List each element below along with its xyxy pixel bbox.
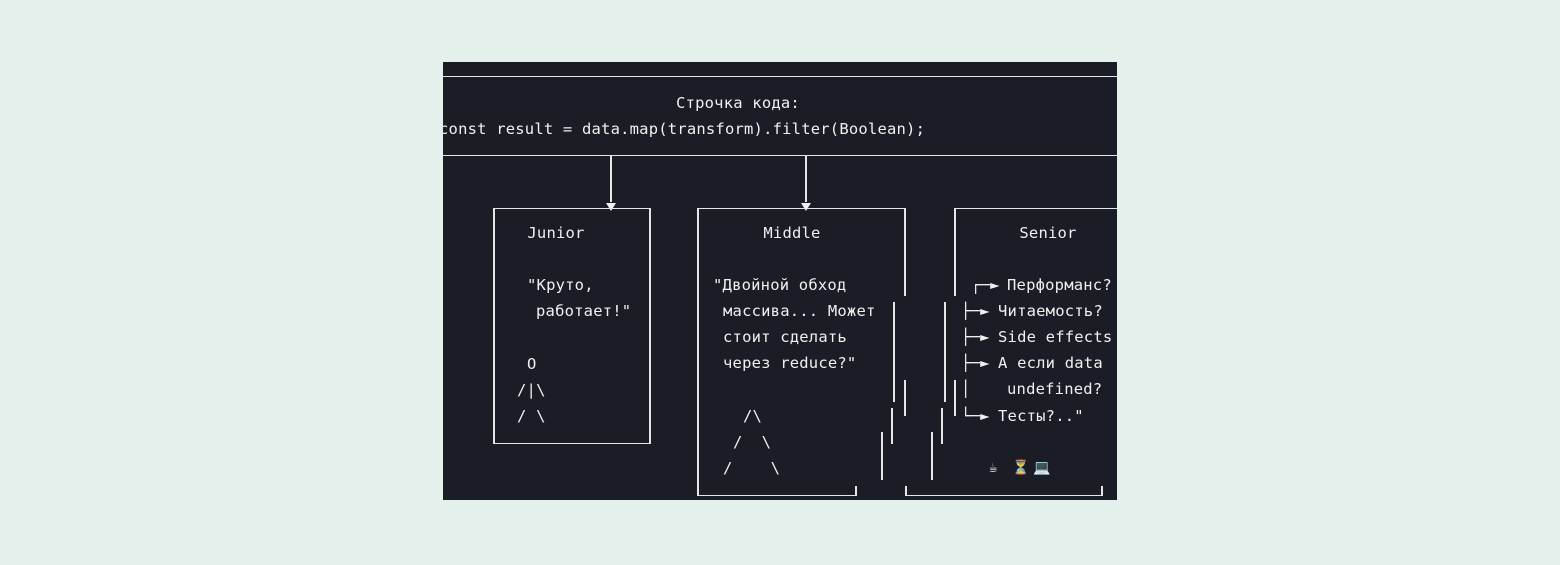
middle-quote-line: через reduce?": [723, 354, 857, 372]
senior-box-left: [944, 302, 946, 402]
senior-branch-glyph: ├─►: [961, 328, 990, 346]
middle-box-right: [904, 208, 906, 296]
middle-box-corner: [855, 486, 857, 496]
senior-box-corner: [1101, 486, 1103, 496]
connector-junior: [610, 156, 612, 202]
header-bottom-rule: [443, 155, 1117, 156]
middle-quote-line: стоит сделать: [723, 328, 847, 346]
junior-box-bottom: [493, 443, 651, 444]
senior-branch-text: undefined?: [1007, 380, 1103, 398]
junior-title: Junior: [527, 224, 585, 242]
code-line: const result = data.map(transform).filte…: [443, 120, 926, 138]
junior-quote-line: работает!": [536, 302, 632, 320]
ascii-diagram-panel: Строчка кода: const result = data.map(tr…: [443, 62, 1117, 500]
senior-branch-glyph: ├─►: [961, 354, 990, 372]
senior-branch-text: Тесты?..": [998, 407, 1084, 425]
senior-title: Senior: [1019, 224, 1077, 242]
senior-branch-glyph: ├─►: [961, 302, 990, 320]
laptop-icon: 💻: [1033, 460, 1051, 476]
senior-box-left: [954, 380, 956, 416]
header-label: Строчка кода:: [676, 94, 800, 112]
senior-branch-glyph: └─►: [961, 407, 990, 425]
middle-quote-line: "Двойной обход: [713, 276, 847, 294]
arrow-down-icon: [606, 203, 616, 211]
middle-box-left: [697, 208, 699, 496]
senior-branch-text: Перформанс?: [1007, 276, 1112, 294]
senior-branch-text: Читаемость?: [998, 302, 1103, 320]
middle-box-right: [881, 432, 883, 480]
senior-box-top: [954, 208, 1117, 209]
junior-box-right: [649, 208, 651, 444]
senior-box-left: [954, 208, 956, 296]
middle-box-right: [891, 408, 893, 444]
senior-box-corner: [905, 486, 907, 496]
middle-quote-line: массива... Может: [723, 302, 876, 320]
senior-box-left: [941, 408, 943, 444]
junior-box-top: [493, 208, 651, 209]
middle-title: Middle: [763, 224, 821, 242]
hourglass-icon: ⏳: [1012, 460, 1030, 476]
senior-branch-glyph: │: [961, 380, 971, 398]
senior-branch-text: А если data: [998, 354, 1103, 372]
connector-middle: [805, 156, 807, 202]
coffee-icon: ☕: [989, 460, 998, 476]
senior-branch-text: Side effects: [998, 328, 1113, 346]
arrow-down-icon: [801, 203, 811, 211]
senior-branch-glyph: ┌─►: [971, 276, 1000, 294]
senior-box-bottom: [905, 495, 1103, 496]
senior-box-left: [931, 432, 933, 480]
middle-box-top: [697, 208, 905, 209]
middle-box-bottom: [697, 495, 857, 496]
middle-box-right: [904, 380, 906, 416]
junior-quote-line: "Круто,: [527, 276, 594, 294]
junior-box-left: [493, 208, 495, 444]
middle-box-right: [893, 302, 895, 402]
header-top-rule: [443, 76, 1117, 77]
